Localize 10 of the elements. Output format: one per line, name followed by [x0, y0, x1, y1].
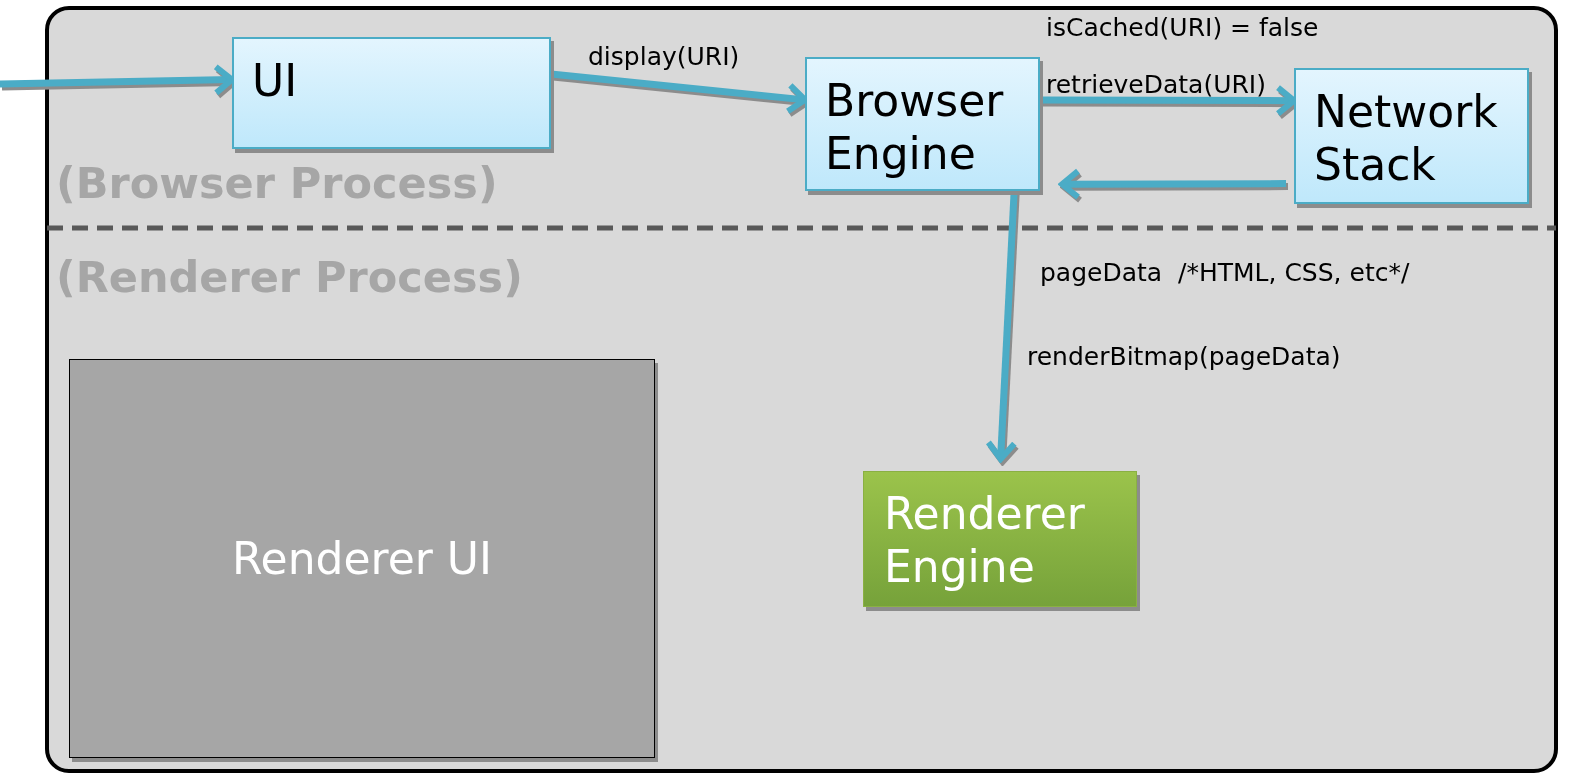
edge-label: retrieveData(URI)	[1046, 70, 1267, 100]
node-label: Renderer Engine	[884, 488, 1086, 594]
node-label: Browser Engine	[825, 75, 1005, 181]
node-label: UI	[252, 55, 299, 108]
edge-label: renderBitmap(pageData)	[1027, 342, 1342, 372]
note-text: pageData /*HTML, CSS, etc*/	[1040, 258, 1411, 288]
note-text: isCached(URI) = false	[1046, 13, 1320, 43]
node-label: Renderer UI	[231, 532, 493, 585]
edge-label: display(URI)	[588, 42, 741, 72]
node-label: Network Stack	[1314, 86, 1499, 192]
